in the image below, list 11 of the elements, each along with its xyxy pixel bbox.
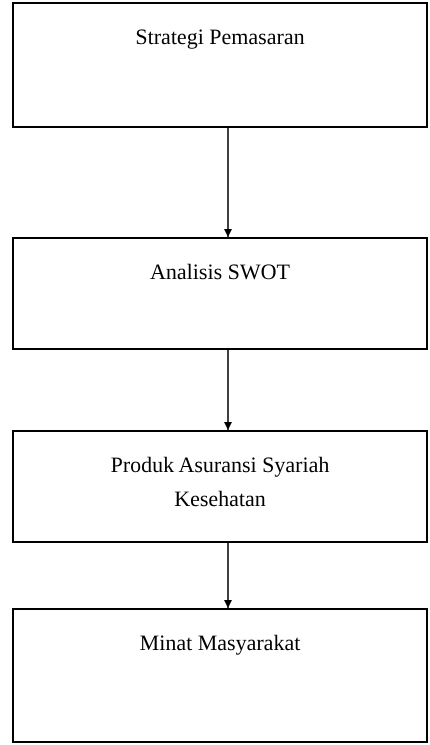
box-label: Minat Masyarakat: [140, 629, 300, 657]
box-label: Analisis SWOT: [150, 258, 290, 286]
box-label: Strategi Pemasaran: [135, 23, 305, 51]
process-box: [12, 2, 428, 128]
arrow: [224, 543, 232, 608]
arrow: [224, 128, 232, 237]
process-box: [12, 608, 428, 743]
process-box: [12, 430, 428, 543]
box-label: Produk Asuransi Syariah Kesehatan: [110, 451, 330, 513]
process-box: [12, 237, 428, 350]
arrow: [224, 350, 232, 430]
